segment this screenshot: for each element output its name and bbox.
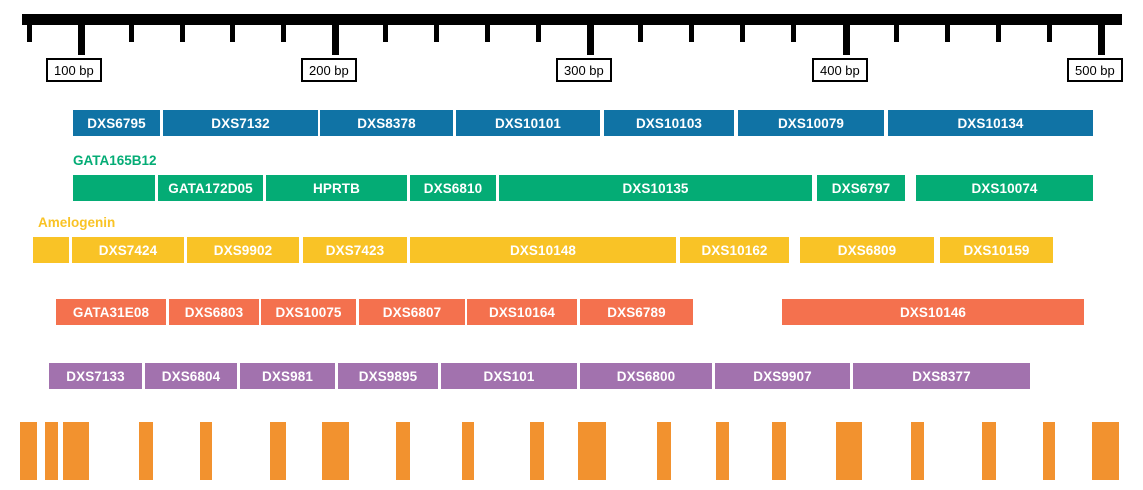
ruler-tick-major	[78, 25, 85, 55]
ruler-tick-minor	[791, 25, 796, 42]
marker-segment-dxs10075[interactable]: DXS10075	[261, 299, 356, 325]
ruler-tick-minor	[434, 25, 439, 42]
ruler-tick-minor	[740, 25, 745, 42]
ruler-tick-major	[843, 25, 850, 55]
marker-segment-dxs10159[interactable]: DXS10159	[940, 237, 1053, 263]
ruler-tick-minor	[1047, 25, 1052, 42]
marker-segment-dxs10134[interactable]: DXS10134	[888, 110, 1093, 136]
marker-segment-gata172d05[interactable]: GATA172D05	[158, 175, 263, 201]
marker-segment-dxs981[interactable]: DXS981	[240, 363, 335, 389]
ruler-tick-minor	[485, 25, 490, 42]
ruler-tick-minor	[689, 25, 694, 42]
marker-segment-dxs7132[interactable]: DXS7132	[163, 110, 318, 136]
bp-scale-label: 200 bp	[301, 58, 357, 82]
ruler-tick-minor	[894, 25, 899, 42]
peak-bar	[982, 422, 996, 480]
marker-segment-dxs7424[interactable]: DXS7424	[72, 237, 184, 263]
bp-scale-label: 100 bp	[46, 58, 102, 82]
ruler-tick-minor	[383, 25, 388, 42]
marker-label-gata165b12: GATA165B12	[73, 153, 157, 168]
marker-segment-dxs10079[interactable]: DXS10079	[738, 110, 884, 136]
ruler-tick-minor	[180, 25, 185, 42]
peak-bar	[772, 422, 786, 480]
ruler-tick-major	[332, 25, 339, 55]
marker-segment-dxs9902[interactable]: DXS9902	[187, 237, 299, 263]
ruler-tick-minor	[27, 25, 32, 42]
peak-bar	[836, 422, 862, 480]
ruler-tick-major	[587, 25, 594, 55]
peak-bar	[63, 422, 89, 480]
peak-bar	[657, 422, 671, 480]
ruler-tick-minor	[230, 25, 235, 42]
marker-segment-dxs6809[interactable]: DXS6809	[800, 237, 934, 263]
marker-segment-dxs6789[interactable]: DXS6789	[580, 299, 693, 325]
marker-segment-dxs9907[interactable]: DXS9907	[715, 363, 850, 389]
marker-segment-dxs7133[interactable]: DXS7133	[49, 363, 142, 389]
marker-segment-dxs10164[interactable]: DXS10164	[467, 299, 577, 325]
allele-peak-track	[0, 418, 1143, 490]
bp-scale-ruler: 100 bp 200 bp 300 bp 400 bp 500 bp	[0, 0, 1143, 100]
marker-segment-dxs6804[interactable]: DXS6804	[145, 363, 237, 389]
ruler-tick-minor	[536, 25, 541, 42]
ruler-tick-minor	[129, 25, 134, 42]
ruler-tick-minor	[945, 25, 950, 42]
peak-bar	[396, 422, 410, 480]
marker-segment-dxs6797[interactable]: DXS6797	[817, 175, 905, 201]
marker-segment-dxs10146[interactable]: DXS10146	[782, 299, 1084, 325]
ruler-tick-minor	[281, 25, 286, 42]
bp-scale-label: 400 bp	[812, 58, 868, 82]
peak-bar	[270, 422, 286, 480]
peak-bar	[462, 422, 474, 480]
marker-segment-unlabeled[interactable]	[33, 237, 69, 263]
marker-label-amelogenin: Amelogenin	[38, 215, 116, 230]
ruler-axis-line	[22, 14, 1122, 25]
marker-segment-dxs9895[interactable]: DXS9895	[338, 363, 438, 389]
bp-scale-label: 500 bp	[1067, 58, 1123, 82]
marker-segment-dxs6800[interactable]: DXS6800	[580, 363, 712, 389]
peak-bar	[200, 422, 212, 480]
peak-bar	[716, 422, 729, 480]
ruler-tick-minor	[638, 25, 643, 42]
marker-segment-dxs10135[interactable]: DXS10135	[499, 175, 812, 201]
marker-segment-hprtb[interactable]: HPRTB	[266, 175, 407, 201]
marker-segment-dxs10103[interactable]: DXS10103	[604, 110, 734, 136]
ruler-tick-major	[1098, 25, 1105, 55]
peak-bar	[139, 422, 153, 480]
marker-segment-dxs101[interactable]: DXS101	[441, 363, 577, 389]
marker-segment-dxs10074[interactable]: DXS10074	[916, 175, 1093, 201]
peak-bar	[911, 422, 924, 480]
marker-segment-dxs8378[interactable]: DXS8378	[320, 110, 453, 136]
peak-bar	[1043, 422, 1055, 480]
bp-scale-label: 300 bp	[556, 58, 612, 82]
marker-segment-gata31e08[interactable]: GATA31E08	[56, 299, 166, 325]
peak-bar	[322, 422, 349, 480]
peak-bar	[45, 422, 58, 480]
ruler-tick-minor	[996, 25, 1001, 42]
marker-segment-dxs10101[interactable]: DXS10101	[456, 110, 600, 136]
marker-segment-dxs6803[interactable]: DXS6803	[169, 299, 259, 325]
marker-segment-dxs10148[interactable]: DXS10148	[410, 237, 676, 263]
marker-segment-dxs6810[interactable]: DXS6810	[410, 175, 496, 201]
marker-segment-dxs7423[interactable]: DXS7423	[303, 237, 407, 263]
marker-segment-dxs6795[interactable]: DXS6795	[73, 110, 160, 136]
peak-bar	[530, 422, 544, 480]
marker-segment-dxs6807[interactable]: DXS6807	[359, 299, 465, 325]
marker-segment-unlabeled[interactable]	[73, 175, 155, 201]
peak-bar	[20, 422, 37, 480]
marker-segment-dxs10162[interactable]: DXS10162	[680, 237, 789, 263]
marker-segment-dxs8377[interactable]: DXS8377	[853, 363, 1030, 389]
peak-bar	[1092, 422, 1119, 480]
peak-bar	[578, 422, 606, 480]
